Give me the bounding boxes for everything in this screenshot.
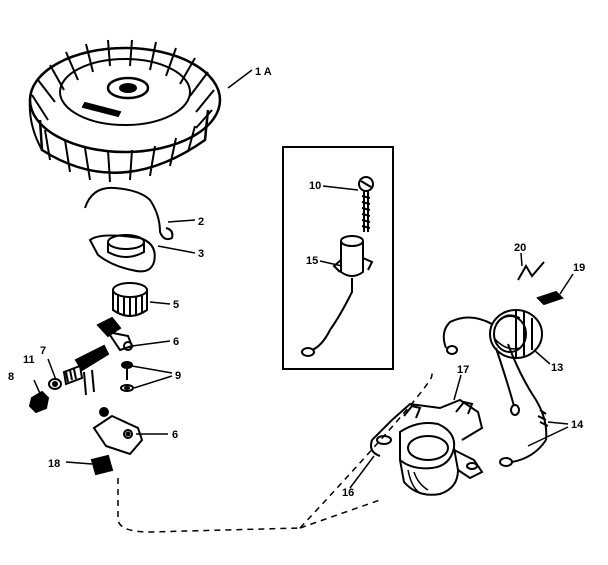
label-13: 13 [551,362,563,374]
label-15: 15 [306,255,318,267]
breaker-arm [74,316,134,396]
label-1a: 1 A [255,66,272,78]
ignition-coil [442,309,543,359]
clip-18 [90,454,114,476]
spring-20 [517,261,545,281]
screw-10 [358,176,374,232]
label-20: 20 [514,242,526,254]
armature-bracket [370,398,484,496]
label-10: 10 [309,180,321,192]
breaker-plate [92,407,144,456]
flywheel [28,39,222,183]
wire-spring [84,186,174,241]
label-8: 8 [8,371,14,383]
callout-labels: 1 A 2 3 5 6 7 8 11 9 6 18 10 15 17 16 13… [8,66,585,499]
label-7: 7 [40,345,46,357]
label-17: 17 [457,364,469,376]
label-5: 5 [173,299,179,311]
ground-line [117,369,433,533]
cam [112,282,148,317]
label-19: 19 [573,262,585,274]
flywheel-key [88,234,156,273]
condenser [301,235,374,357]
clip-19 [536,290,564,306]
label-3: 3 [198,248,204,260]
label-18: 18 [48,458,60,470]
leads [495,343,549,467]
screws [120,361,134,392]
label-6-arm: 6 [173,336,179,348]
label-11: 11 [23,354,35,366]
label-6-plate: 6 [172,429,178,441]
small-hardware [28,364,84,414]
condenser-inset [282,146,394,370]
label-2: 2 [198,216,204,228]
leader-lines [33,69,574,489]
label-14: 14 [571,419,584,431]
label-16: 16 [342,487,354,499]
label-9: 9 [175,370,181,382]
